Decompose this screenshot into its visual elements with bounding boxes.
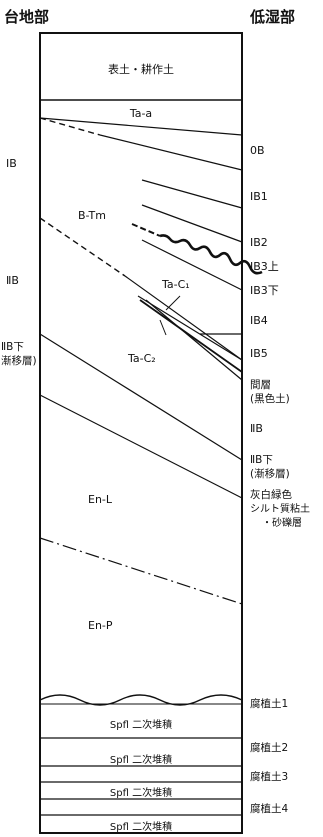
right-label-greygreen: 灰白緑色 [250,488,292,501]
label-ta-a: Ta-a [129,107,152,120]
ta-c2-leader [159,319,167,336]
right-label-iib-lower: ⅡB下 [250,454,273,466]
label-spfl-3: Spfl 二次堆積 [110,786,172,799]
label-topsoil: 表土・耕作土 [108,62,174,76]
right-label-iib-lower-2: (漸移層) [250,467,290,480]
boundary-iib-lower [39,333,243,461]
label-spfl-2: Spfl 二次堆積 [110,753,172,766]
right-label-ib3-lower: ⅠB3下 [250,284,279,297]
right-label-humus3: 腐植土3 [250,770,288,783]
right-label-greygreen-3: ・砂礫層 [262,516,302,529]
boundary-en-l-top [39,394,243,499]
ta-c-line-1 [137,295,243,361]
boundary-0b-dashed [39,117,101,136]
right-label-iib: ⅡB [250,422,263,435]
boundary-en-l-en-p [39,537,243,605]
boundary-ib3 [141,239,243,291]
label-spfl-4: Spfl 二次堆積 [110,820,172,833]
label-en-p: En-P [88,619,113,632]
ta-c1-leader [165,295,181,311]
left-label-iib-lower: ⅡB下 [1,341,24,353]
right-label-interlayer: 間層 [250,379,271,391]
right-label-ib1: ⅠB1 [250,190,268,203]
b-tm-dashed [131,223,161,237]
ta-c-line-2 [139,299,243,373]
label-ta-c1: Ta-C₁ [161,278,190,291]
left-label-iib-lower-2: 漸移層) [1,354,37,367]
header-lowland: 低湿部 [249,8,295,26]
right-label-humus2: 腐植土2 [250,741,288,754]
left-label-iib: ⅡB [6,274,19,287]
left-label-ib: ⅠB [6,157,17,170]
right-label-ib2: ⅠB2 [250,236,268,249]
right-label-humus1: 腐植土1 [250,697,288,710]
right-label-greygreen-2: シルト質粘土 [250,502,310,515]
label-en-l: En-L [88,493,113,506]
ta-c-line-3 [145,299,243,381]
right-label-ib3-upper: ⅠB3上 [250,260,279,273]
right-label-ib4: ⅠB4 [250,314,268,327]
label-ta-c2: Ta-C₂ [127,352,156,365]
boundary-ib2 [141,204,243,243]
label-b-tm: B-Tm [78,209,106,222]
column-frame [39,32,243,834]
boundary-iib [124,275,243,361]
right-label-humus4: 腐植土4 [250,802,288,815]
right-label-ib5: ⅠB5 [250,347,268,360]
boundary-0b [99,134,243,171]
boundary-iib-dashed [39,217,126,277]
label-spfl-1: Spfl 二次堆積 [110,718,172,731]
boundary-ta-a-base [39,117,243,136]
unconformity-wavy-line [39,694,243,706]
right-label-interlayer-2: (黒色土) [250,392,290,405]
header-terrace: 台地部 [4,8,49,26]
b-tm-wavy-line [159,234,263,275]
boundary-ib1 [141,179,243,209]
right-label-0b: 0B [250,144,265,157]
